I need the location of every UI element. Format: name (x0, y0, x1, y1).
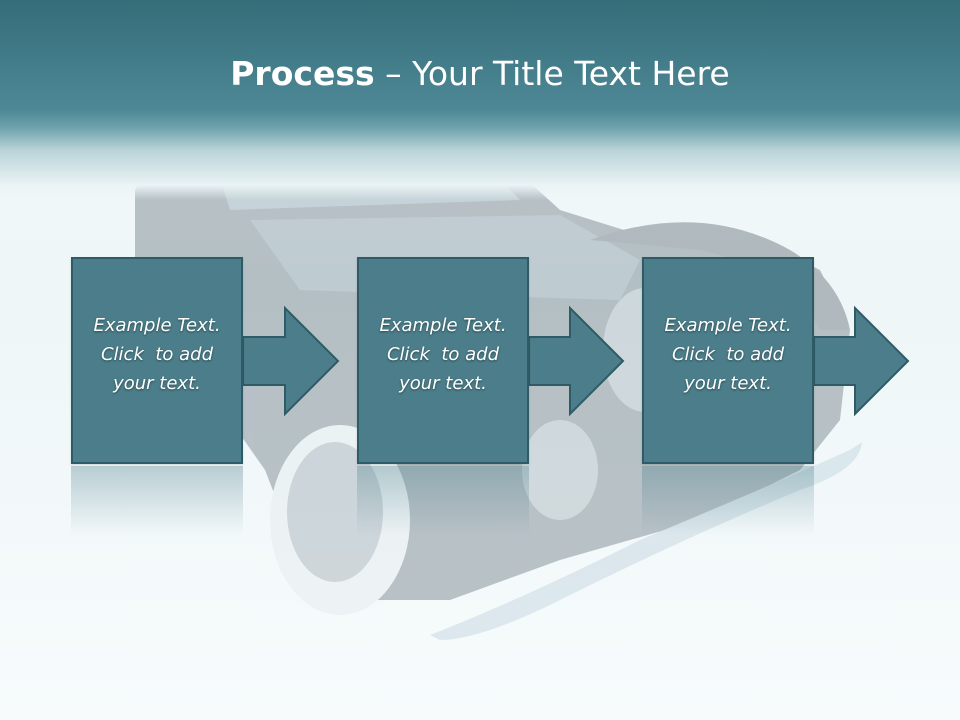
step-2-line-1: Example Text. (379, 315, 507, 336)
step-2-reflection (357, 466, 529, 536)
step-3-text: Example Text. Click to add your text. (653, 311, 803, 398)
step-2-text: Example Text. Click to add your text. (368, 311, 518, 398)
title-rest: – Your Title Text Here (374, 54, 730, 93)
step-box-2[interactable]: Example Text. Click to add your text. (357, 257, 529, 464)
step-1-line-2: Click to add (100, 344, 213, 365)
page-title[interactable]: Process – Your Title Text Here (0, 52, 960, 96)
title-bold: Process (230, 54, 375, 93)
step-3-line-2: Click to add (671, 344, 784, 365)
step-2-line-2: Click to add (386, 344, 499, 365)
step-3-line-3: your text. (684, 373, 772, 394)
step-1-line-3: your text. (113, 373, 201, 394)
step-box-1[interactable]: Example Text. Click to add your text. (71, 257, 243, 464)
step-1-text: Example Text. Click to add your text. (82, 311, 232, 398)
step-3-reflection (642, 466, 814, 536)
step-2-line-3: your text. (399, 373, 487, 394)
step-1-line-1: Example Text. (93, 315, 221, 336)
step-1-reflection (71, 466, 243, 536)
step-3-line-1: Example Text. (664, 315, 792, 336)
step-box-3[interactable]: Example Text. Click to add your text. (642, 257, 814, 464)
title-bar (0, 0, 960, 200)
